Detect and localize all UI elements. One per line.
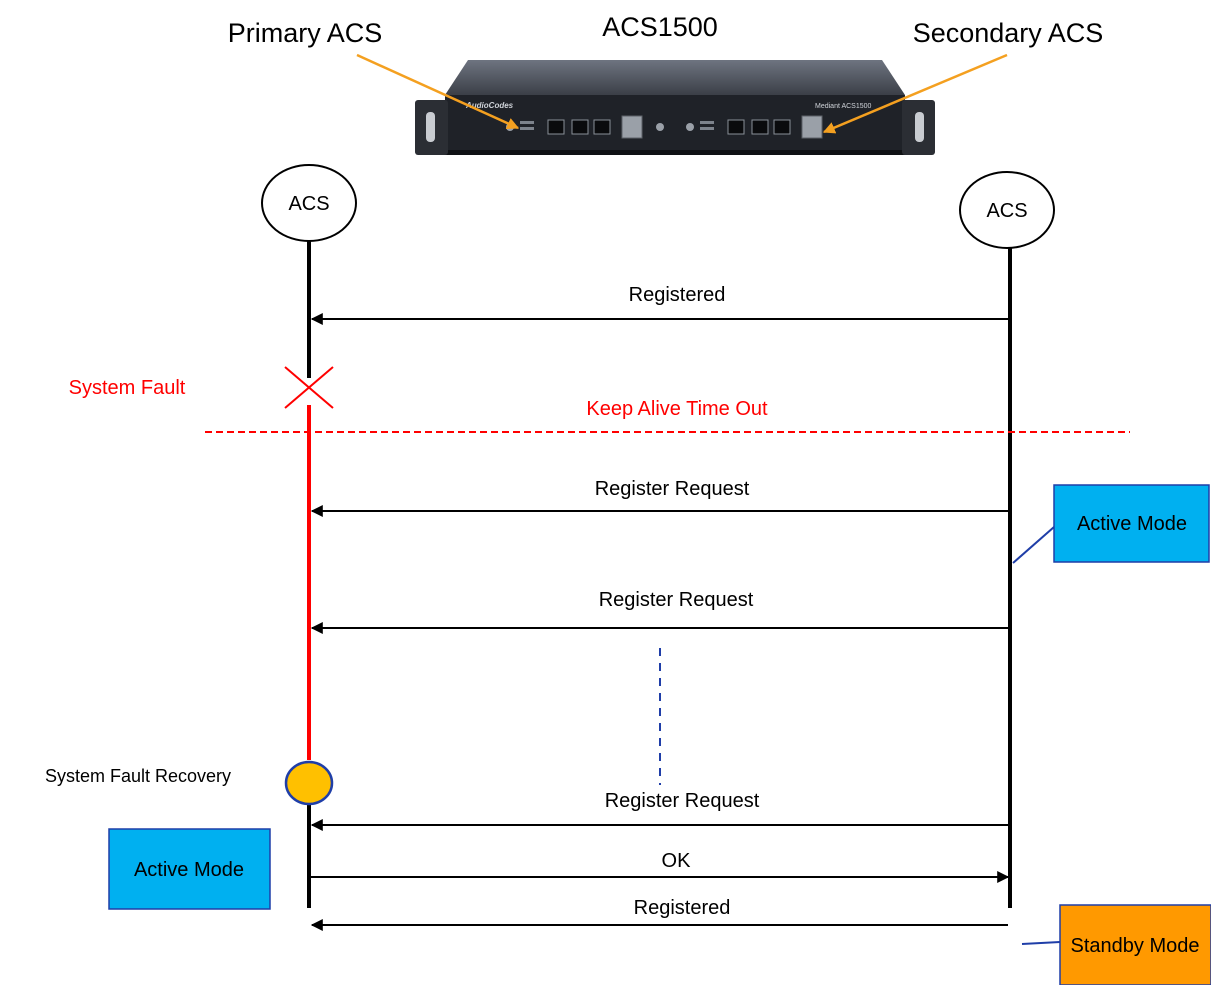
message-register-request-2: Register Request — [310, 589, 1008, 634]
message-label: Registered — [629, 284, 726, 306]
message-register-request-1: Register Request — [310, 478, 1008, 517]
message-label: Register Request — [599, 589, 754, 611]
left-active-mode-label: Active Mode — [134, 859, 244, 881]
message-registered-2: Registered — [310, 897, 1008, 931]
secondary-acs-label: Secondary ACS — [913, 18, 1104, 48]
brand-logo: AudioCodes — [465, 101, 514, 110]
right-active-mode-label: Active Mode — [1077, 513, 1187, 535]
recovery-label: System Fault Recovery — [45, 766, 231, 786]
right-active-connector — [1012, 526, 1055, 564]
model-logo: Mediant ACS1500 — [815, 103, 872, 110]
left-acs-label: ACS — [288, 193, 329, 215]
fault-x-icon — [284, 366, 334, 409]
primary-acs-label: Primary ACS — [228, 18, 383, 48]
message-label: Register Request — [605, 790, 760, 812]
standby-connector — [1021, 941, 1061, 945]
message-label: Register Request — [595, 478, 750, 500]
message-registered-1: Registered — [310, 284, 1008, 325]
right-acs-node: ACS — [959, 171, 1055, 249]
left-acs-node: ACS — [261, 164, 357, 242]
acs1500-device-image: AudioCodes Mediant ACS1500 — [415, 60, 935, 155]
standby-mode-label: Standby Mode — [1071, 935, 1200, 957]
keep-alive-label: Keep Alive Time Out — [586, 398, 768, 420]
device-title: ACS1500 — [602, 12, 718, 42]
message-label: Registered — [634, 897, 731, 919]
recovery-marker — [284, 760, 334, 806]
left-active-mode-box: Active Mode — [108, 828, 271, 910]
right-active-mode-box: Active Mode — [1053, 484, 1210, 563]
message-register-request-3: Register Request — [310, 790, 1008, 831]
system-fault-label: System Fault — [69, 377, 186, 399]
primary-callout-arrow — [356, 53, 520, 130]
secondary-callout-arrow — [822, 53, 1008, 134]
message-ok: OK — [311, 850, 1010, 883]
standby-mode-box: Standby Mode — [1059, 904, 1211, 985]
message-label: OK — [662, 850, 692, 872]
right-acs-label: ACS — [986, 200, 1027, 222]
